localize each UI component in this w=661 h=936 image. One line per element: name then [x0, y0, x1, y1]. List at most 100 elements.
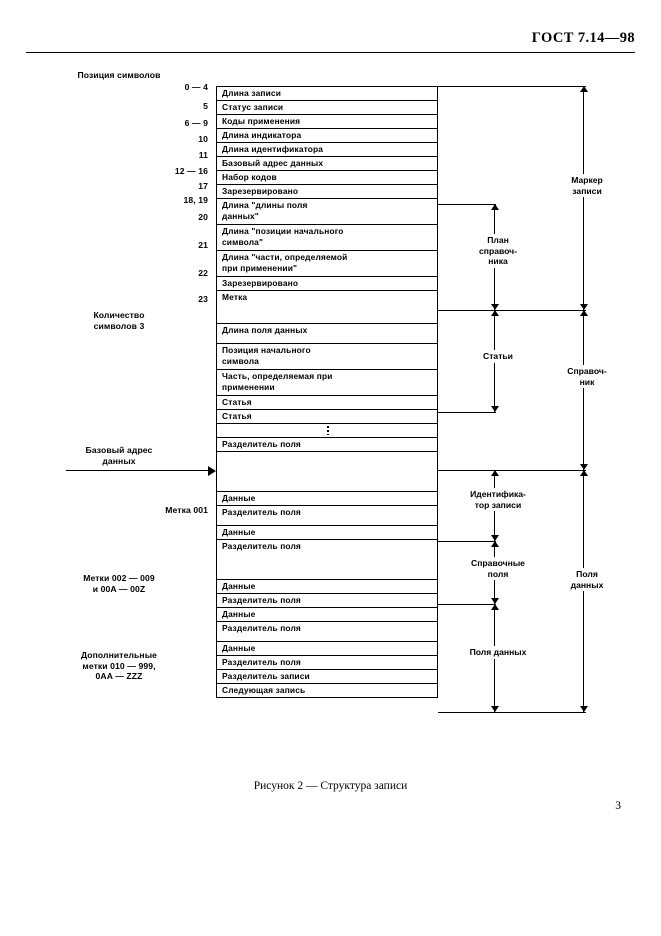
- label-position-7: 18, 19: [183, 195, 208, 205]
- bracket-label: Поля данных: [459, 646, 537, 659]
- row-label: Зарезервировано: [222, 186, 299, 196]
- row-label: Статус записи: [222, 102, 284, 112]
- arrow-up-icon: [579, 310, 588, 316]
- header-rule: [26, 52, 635, 53]
- row-label: Длина поля данных: [222, 325, 308, 335]
- table-row: Коды применения: [217, 115, 437, 129]
- row-label: Позиция начального символа: [222, 345, 311, 366]
- row-label: Длина записи: [222, 88, 282, 98]
- row-label: Данные: [222, 493, 256, 503]
- row-label: Разделитель поля: [222, 657, 301, 667]
- tie-line-identifier-bottom: [438, 541, 496, 543]
- table-row: Часть, определяемая при применении: [217, 370, 437, 396]
- tie-line-reffields-bottom: [438, 604, 496, 606]
- table-row: Длина "длины поля данных": [217, 199, 437, 225]
- table-row: Базовый адрес данных: [217, 157, 437, 171]
- label-base-address: Базовый адрес данных: [85, 445, 153, 466]
- table-row: Данные: [217, 642, 437, 656]
- row-label: Базовый адрес данных: [222, 158, 324, 168]
- row-label: Коды применения: [222, 116, 301, 126]
- table-row: Разделитель поля: [217, 622, 437, 642]
- table-row: Следующая запись: [217, 684, 437, 698]
- row-label: Длина индикатора: [222, 130, 302, 140]
- table-row: Длина "части, определяемой при применени…: [217, 251, 437, 277]
- label-tags-extra: Дополнительные метки 010 — 999, 0AA — ZZ…: [80, 650, 158, 681]
- table-row: Длина индикатора: [217, 129, 437, 143]
- table-row: Позиция начального символа: [217, 344, 437, 370]
- table-row-ellipsis: [217, 424, 437, 438]
- bracket-label: План справоч- ника: [468, 234, 528, 268]
- table-row: Разделитель поля: [217, 438, 437, 452]
- bracket-label: Справоч- ник: [557, 365, 617, 388]
- arrow-up-icon: [490, 310, 499, 316]
- row-label: Длина идентификатора: [222, 144, 324, 154]
- arrow-up-icon: [490, 204, 499, 210]
- label-position-11: 23: [198, 294, 208, 304]
- tie-line-article-top: [438, 310, 496, 312]
- row-label: Следующая запись: [222, 685, 306, 695]
- arrow-up-icon: [579, 470, 588, 476]
- arrow-up-icon: [490, 541, 499, 547]
- arrow-down-icon: [490, 706, 499, 712]
- arrow-down-icon: [490, 598, 499, 604]
- row-label: Статья: [222, 411, 252, 421]
- table-row: Длина поля данных: [217, 324, 437, 344]
- label-position-1: 5: [203, 101, 208, 111]
- table-row: Статус записи: [217, 101, 437, 115]
- tie-line-datafields-bottom: [438, 712, 586, 714]
- row-label: Разделитель поля: [222, 507, 301, 517]
- row-label: Метка: [222, 292, 248, 302]
- table-row: Метка: [217, 291, 437, 324]
- label-position-0: 0 — 4: [184, 82, 208, 92]
- row-label: Длина "позиции начального символа": [222, 226, 344, 247]
- arrow-down-icon: [579, 464, 588, 470]
- tie-line-article-bottom: [438, 412, 496, 414]
- bracket-label: Идентифика- тор записи: [460, 488, 536, 511]
- row-label: Данные: [222, 581, 256, 591]
- arrow-down-icon: [579, 304, 588, 310]
- bracket-label: Маркер записи: [559, 174, 615, 197]
- table-row: Разделитель поля: [217, 540, 437, 580]
- table-row: Данные: [217, 492, 437, 506]
- table-row: Набор кодов: [217, 171, 437, 185]
- table-row: Разделитель записи: [217, 670, 437, 684]
- table-row: Данные: [217, 526, 437, 540]
- arrow-up-icon: [579, 86, 588, 92]
- table-row: Длина "позиции начального символа": [217, 225, 437, 251]
- label-position-4: 11: [198, 150, 208, 160]
- row-label: Данные: [222, 527, 256, 537]
- bracket-label: Статьи: [468, 350, 528, 363]
- table-row: Зарезервировано: [217, 277, 437, 291]
- label-positions-title: Позиция символов: [77, 70, 161, 80]
- tie-line-plan-top: [438, 204, 496, 206]
- table-row: Зарезервировано: [217, 185, 437, 199]
- standard-number: ГОСТ 7.14—98: [531, 30, 635, 46]
- label-char-count: Количество символов 3: [93, 310, 145, 331]
- label-position-5: 12 — 16: [174, 166, 208, 176]
- arrow-down-icon: [490, 406, 499, 412]
- arrow-up-icon: [490, 604, 499, 610]
- bracket-line: [583, 470, 585, 712]
- row-label: Данные: [222, 609, 256, 619]
- table-row: Статья: [217, 410, 437, 424]
- table-row: Разделитель поля: [217, 506, 437, 526]
- table-row: Данные: [217, 580, 437, 594]
- row-label: Зарезервировано: [222, 278, 299, 288]
- tie-line-marker-top: [438, 86, 586, 88]
- bracket-label: Справочные поля: [464, 557, 532, 580]
- table-row: Разделитель поля: [217, 656, 437, 670]
- label-position-2: 6 — 9: [184, 118, 208, 128]
- bracket-line: [583, 310, 585, 470]
- label-position-6: 17: [198, 181, 208, 191]
- row-label: Длина "части, определяемой при применени…: [222, 252, 348, 273]
- arrow-down-icon: [490, 535, 499, 541]
- figure-record-structure: Позиция символов 0 — 4 5 6 — 9 10 11 12 …: [66, 70, 617, 714]
- figure-caption: Рисунок 2 — Структура записи: [253, 780, 408, 792]
- row-label: Разделитель поля: [222, 541, 301, 551]
- arrow-up-icon: [490, 470, 499, 476]
- table-row: [217, 452, 437, 492]
- label-tags-002-009: Метки 002 — 009 и 00A — 00Z: [83, 573, 155, 594]
- label-position-9: 21: [198, 240, 208, 250]
- row-label: Разделитель поля: [222, 623, 301, 633]
- label-tag-001: Метка 001: [165, 505, 208, 515]
